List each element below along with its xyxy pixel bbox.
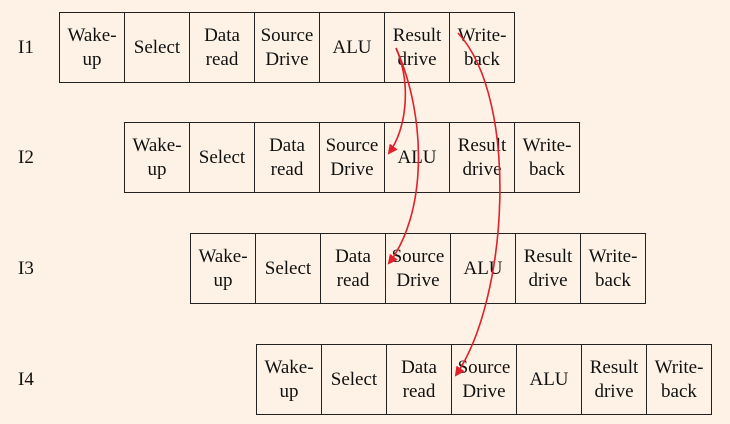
stage-source-drive: Source Drive — [254, 12, 320, 83]
stage-alu: ALU — [516, 344, 582, 415]
stage-data-read: Data read — [386, 344, 452, 415]
stage-result-drive: Result drive — [384, 12, 450, 83]
pipeline-row-i2: Wake- up Select Data read Source Drive A… — [124, 122, 580, 193]
stage-data-read: Data read — [254, 122, 320, 193]
stage-result-drive: Result drive — [515, 233, 581, 304]
stage-alu: ALU — [384, 122, 450, 193]
stage-wake-up: Wake- up — [59, 12, 125, 83]
stage-select: Select — [189, 122, 255, 193]
pipeline-row-i3: Wake- up Select Data read Source Drive A… — [190, 233, 646, 304]
instruction-label-i4: I4 — [18, 369, 34, 390]
stage-result-drive: Result drive — [581, 344, 647, 415]
stage-select: Select — [124, 12, 190, 83]
stage-wake-up: Wake- up — [190, 233, 256, 304]
stage-write-back: Write- back — [449, 12, 515, 83]
stage-select: Select — [255, 233, 321, 304]
stage-result-drive: Result drive — [449, 122, 515, 193]
bypass-arrow-i1-to-i4 — [454, 32, 501, 377]
stage-source-drive: Source Drive — [385, 233, 451, 304]
stage-write-back: Write- back — [580, 233, 646, 304]
stage-write-back: Write- back — [646, 344, 712, 415]
stage-data-read: Data read — [189, 12, 255, 83]
stage-write-back: Write- back — [514, 122, 580, 193]
stage-alu: ALU — [450, 233, 516, 304]
instruction-label-i1: I1 — [18, 37, 34, 58]
stage-select: Select — [321, 344, 387, 415]
stage-alu: ALU — [319, 12, 385, 83]
stage-wake-up: Wake- up — [256, 344, 322, 415]
instruction-label-i2: I2 — [18, 147, 34, 168]
stage-source-drive: Source Drive — [451, 344, 517, 415]
stage-data-read: Data read — [320, 233, 386, 304]
stage-wake-up: Wake- up — [124, 122, 190, 193]
pipeline-row-i4: Wake- up Select Data read Source Drive A… — [256, 344, 712, 415]
stage-source-drive: Source Drive — [319, 122, 385, 193]
instruction-label-i3: I3 — [18, 258, 34, 279]
pipeline-row-i1: Wake- up Select Data read Source Drive A… — [59, 12, 515, 83]
